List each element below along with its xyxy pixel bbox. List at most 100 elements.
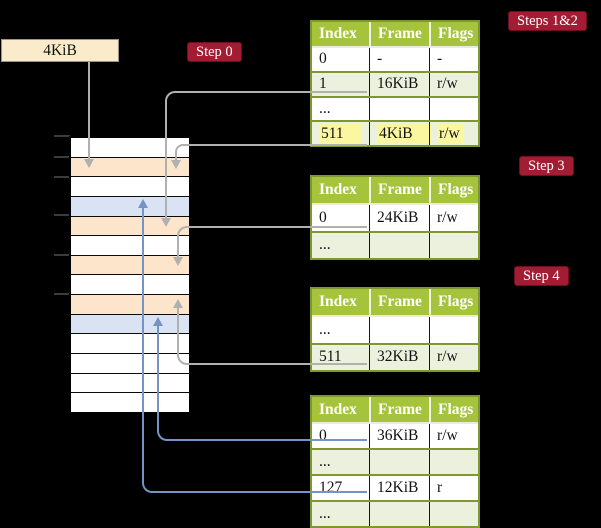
column-header-frame: Frame (369, 289, 429, 315)
step4-label: Step 4 (514, 266, 569, 286)
flags-cell (429, 97, 478, 121)
column-header-frame: Frame (369, 22, 429, 46)
address-tick (54, 155, 70, 158)
memory-cell-white (71, 138, 189, 157)
index-cell: 0 (319, 427, 327, 444)
highlight: 511 (319, 123, 362, 144)
frame-cell: 24KiB (369, 205, 429, 231)
column-header-frame: Frame (369, 177, 429, 203)
frame-cell: 36KiB (369, 424, 429, 448)
page-size-box: 4KiB (1, 39, 119, 62)
memory-cell-orange (71, 294, 189, 314)
index-cell: 0 (319, 208, 327, 226)
arrow-entry511-to-frame-4kib-line (175, 144, 367, 161)
arrow-4kib-box-to-frame-4kib-line (88, 62, 90, 160)
arrow-entry0-to-frame-24kib-line (177, 226, 367, 258)
column-header-flags: Flags (429, 22, 478, 46)
arrow-up-icon (173, 299, 183, 308)
steps12-label: Steps 1&2 (508, 11, 587, 31)
arrow-up-icon (138, 199, 148, 208)
memory-cell-orange (71, 215, 189, 236)
column-header-flags: Flags (429, 177, 478, 203)
index-cell: ... (319, 505, 331, 522)
table-header-row: Index Frame Flags (312, 22, 478, 48)
memory-cell-white (71, 372, 189, 393)
index-cell: 511 (319, 348, 342, 366)
flags-cell (429, 232, 478, 258)
address-tick (54, 253, 70, 256)
memory-cell-orange (71, 254, 189, 275)
memory-cell-white (71, 274, 189, 295)
frame-cell: 32KiB (369, 344, 429, 370)
flags-cell: - (429, 48, 478, 71)
flags-cell: r/w (429, 424, 478, 448)
column-header-flags: Flags (429, 397, 478, 422)
memory-cell-white (71, 392, 189, 412)
column-header-index: Index (319, 181, 357, 198)
table-row: ... (312, 95, 478, 121)
flags-cell (429, 450, 478, 474)
page-table-step-3: Index Frame Flags 0 24KiB r/w ... (310, 175, 480, 260)
arrow-down-icon (173, 257, 183, 266)
flags-cell: r/w (429, 72, 478, 96)
memory-cell-white (71, 353, 189, 373)
table-row: 511 32KiB r/w (312, 342, 478, 370)
page-size-label: 4KiB (43, 41, 77, 59)
table-row: 0 36KiB r/w (312, 424, 478, 448)
flags-cell (429, 502, 478, 526)
index-cell: 1 (319, 75, 327, 93)
column-header-flags: Flags (429, 289, 478, 315)
memory-cell-orange (71, 156, 189, 177)
table-row: ... (312, 500, 478, 526)
frame-cell (369, 232, 429, 258)
arrow-down-icon (171, 160, 181, 169)
column-header-index: Index (319, 293, 357, 310)
highlight: r/w (437, 123, 464, 144)
highlight: 4KiB (377, 123, 431, 144)
table-row: ... (312, 317, 478, 343)
address-tick (54, 293, 70, 295)
column-header-index: Index (319, 25, 357, 42)
page-table-steps-1-2: Index Frame Flags 0 - - 1 16KiB r/w ... … (310, 20, 480, 147)
flags-cell: r/w (429, 122, 478, 145)
frame-cell (369, 317, 429, 343)
table-row-highlighted: 511 4KiB r/w (312, 120, 478, 145)
column-header-frame: Frame (369, 397, 429, 422)
frame-cell (369, 450, 429, 474)
frame-cell: 4KiB (369, 122, 431, 145)
frame-cell (369, 97, 429, 121)
arrow-down-icon (161, 218, 171, 227)
step3-label: Step 3 (519, 156, 574, 176)
flags-cell: r (429, 476, 478, 500)
table-header-row: Index Frame Flags (312, 397, 478, 424)
index-cell: ... (319, 236, 331, 254)
address-tick (54, 135, 70, 137)
frame-cell: 12KiB (369, 476, 429, 500)
column-header-index: Index (319, 400, 357, 418)
table-header-row: Index Frame Flags (312, 289, 478, 317)
arrow-entry127-to-frame-12kib-line (142, 208, 367, 493)
frame-cell: - (369, 48, 429, 71)
arrow-up-icon (153, 317, 163, 326)
step0-label: Step 0 (187, 42, 242, 62)
memory-cell-white (71, 333, 189, 354)
index-cell: ... (319, 453, 331, 470)
table-row: 0 - - (312, 48, 478, 71)
page-table-step-4-upper: Index Frame Flags ... 511 32KiB r/w (310, 287, 480, 372)
address-tick (54, 214, 70, 216)
flags-cell (429, 317, 478, 343)
address-tick (54, 175, 70, 178)
memory-cell-white (71, 176, 189, 196)
table-row: ... (312, 448, 478, 474)
page-table-step-4-lower: Index Frame Flags 0 36KiB r/w ... 127 12… (310, 395, 480, 528)
table-row: 0 24KiB r/w (312, 205, 478, 231)
memory-cell-blue (71, 195, 189, 216)
flags-cell: r/w (429, 205, 478, 231)
frame-cell: 16KiB (369, 72, 429, 96)
arrow-entry1-to-frame-16kib-line (165, 91, 367, 219)
table-row: ... (312, 230, 478, 258)
index-cell: 511 (312, 122, 369, 145)
index-cell: ... (319, 320, 331, 338)
table-header-row: Index Frame Flags (312, 177, 478, 205)
